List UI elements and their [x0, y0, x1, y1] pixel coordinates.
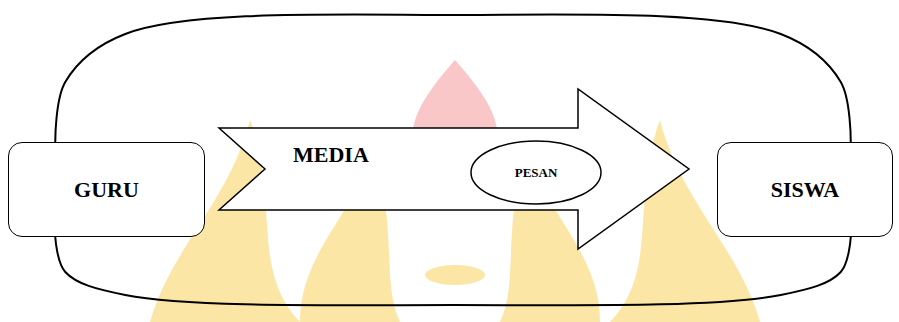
teacher-box: GURU	[8, 142, 205, 237]
node-label: GURU	[74, 177, 139, 203]
message-ellipse: PESAN	[470, 140, 602, 205]
node-label: MEDIA	[293, 142, 369, 168]
node-label: SISWA	[771, 177, 839, 203]
loop-connector	[55, 15, 850, 142]
student-box: SISWA	[717, 142, 893, 237]
media-arrow: MEDIA PESAN	[218, 88, 690, 250]
loop-connector	[55, 237, 850, 305]
node-label: PESAN	[515, 165, 558, 181]
arrow-outline	[218, 88, 690, 250]
